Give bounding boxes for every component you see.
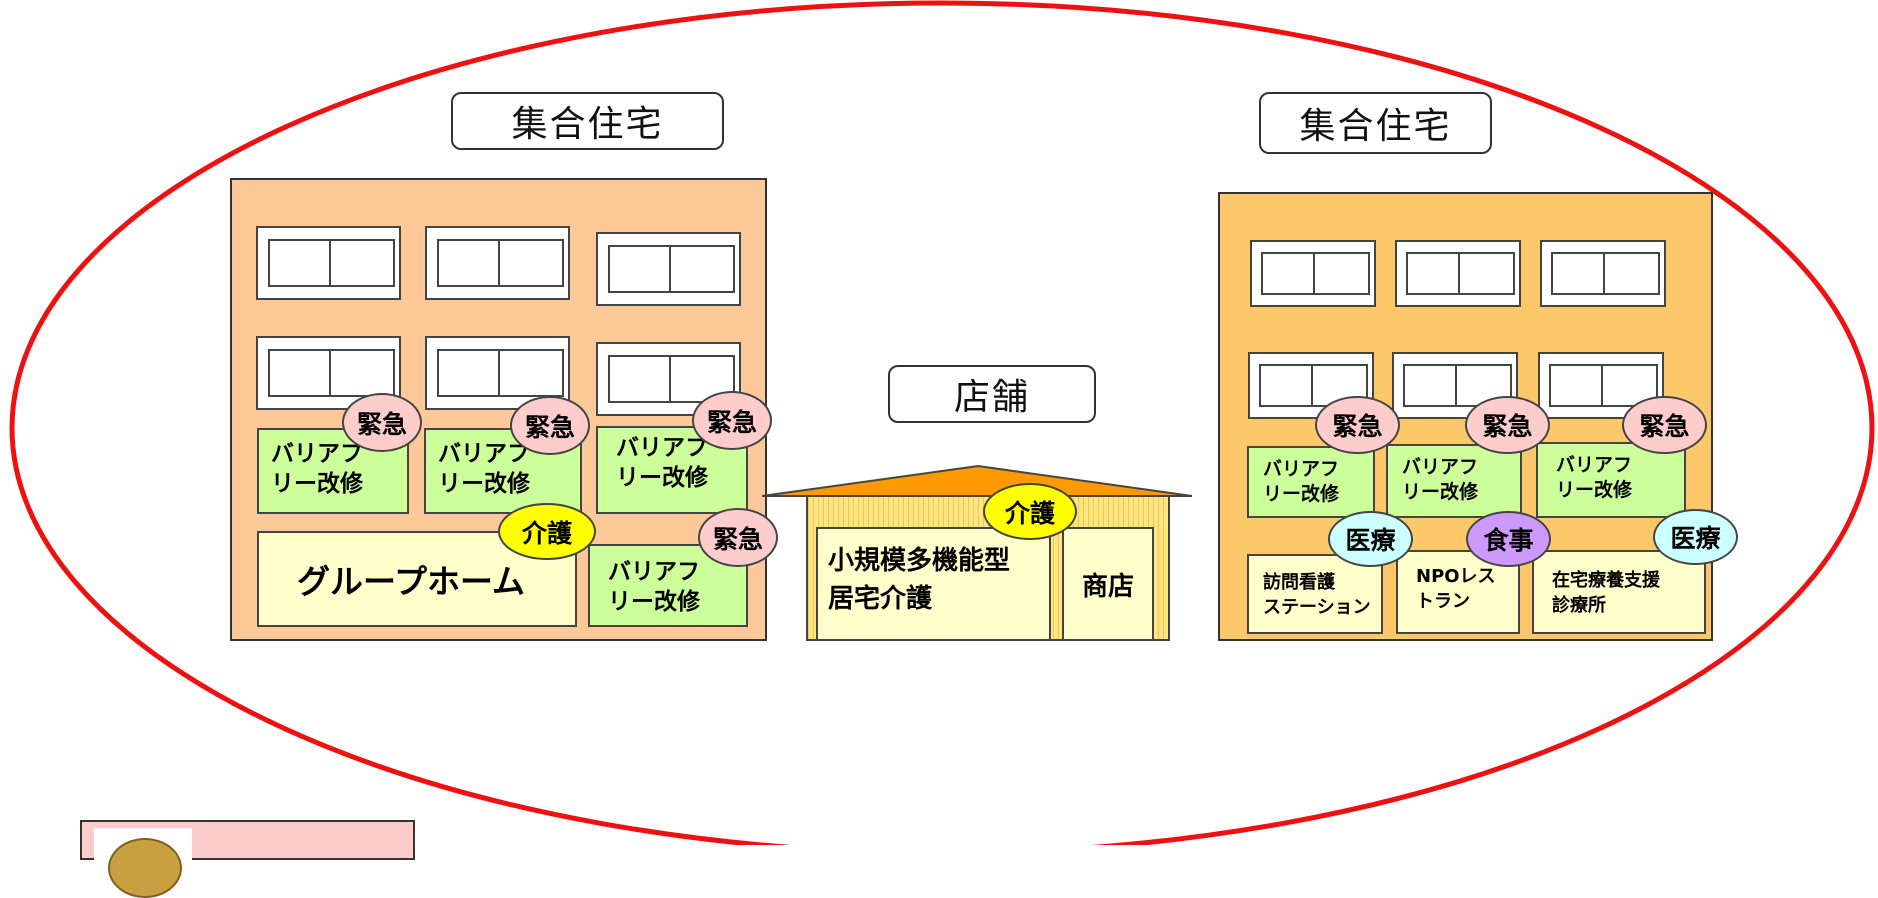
left-apartment-building: バリアフ リー改修 バリアフ リー改修 バリアフ リー改修 バリアフ リー改修 …: [230, 178, 767, 641]
unit-label-line1: バリアフ: [438, 441, 530, 467]
window: [256, 226, 401, 300]
right-building-title: 集合住宅: [1259, 92, 1492, 154]
facility-label-line1: 訪問看護: [1263, 572, 1335, 593]
shop: 商店: [1062, 527, 1154, 641]
emergency-badge: 緊急: [1622, 396, 1707, 454]
unit-label-line1: バリアフ: [1556, 454, 1633, 476]
care-badge: 介護: [983, 483, 1077, 540]
window: [1538, 352, 1664, 419]
window: [1540, 240, 1666, 307]
emergency-badge: 緊急: [698, 508, 778, 567]
care-facility-line1: 小規模多機能型: [828, 546, 1011, 576]
unit-label-line2: リー改修: [1263, 482, 1340, 505]
facility-label-line2: ステーション: [1263, 597, 1371, 619]
emergency-badge: 緊急: [692, 391, 772, 450]
emergency-badge: 緊急: [1465, 396, 1550, 454]
small-multifunction-care: 小規模多機能型 居宅介護: [816, 527, 1051, 641]
emergency-badge: 緊急: [510, 396, 590, 455]
medical-badge: 医療: [1328, 511, 1413, 567]
window: [425, 226, 570, 300]
unit-label-line1: バリアフ: [271, 441, 363, 467]
emergency-badge: 緊急: [1315, 396, 1400, 454]
facility-label-line1: NPOレス: [1416, 566, 1496, 587]
store-title: 店舗: [888, 365, 1096, 423]
barrier-free-unit: バリアフ リー改修: [1536, 442, 1686, 518]
care-facility-line2: 居宅介護: [828, 583, 933, 614]
legend-emblem-icon: [94, 828, 192, 898]
medical-badge: 医療: [1653, 509, 1738, 565]
care-badge: 介護: [498, 503, 596, 560]
home-nursing-station: 訪問看護 ステーション: [1247, 554, 1383, 634]
barrier-free-unit: バリアフ リー改修: [596, 426, 748, 514]
unit-label-line2: リー改修: [438, 470, 530, 497]
window: [596, 342, 741, 416]
meal-badge: 食事: [1466, 511, 1551, 567]
window: [1248, 352, 1374, 419]
emergency-badge: 緊急: [342, 393, 422, 452]
npo-restaurant: NPOレス トラン: [1396, 550, 1520, 634]
unit-label-line1: バリアフ: [1263, 458, 1340, 480]
unit-label-line1: バリアフ: [608, 559, 700, 585]
window: [425, 336, 570, 410]
unit-label-line2: リー改修: [1402, 480, 1479, 503]
facility-label-line1: 在宅療養支援: [1552, 570, 1660, 591]
home-care-clinic: 在宅療養支援 診療所: [1532, 550, 1706, 634]
unit-label-line1: バリアフ: [616, 435, 708, 461]
unit-label-line2: リー改修: [608, 588, 700, 615]
legend-box: [80, 820, 415, 898]
window: [596, 232, 741, 306]
community-boundary-ellipse: [9, 0, 1875, 845]
unit-label-line1: バリアフ: [1402, 456, 1479, 478]
unit-label-line2: リー改修: [1556, 478, 1633, 501]
window: [1250, 240, 1376, 307]
boundary-ellipse: [9, 0, 1875, 845]
unit-label-line2: リー改修: [616, 464, 708, 491]
window: [1392, 352, 1518, 419]
left-building-title: 集合住宅: [451, 92, 724, 150]
barrier-free-unit: バリアフ リー改修: [1247, 446, 1375, 518]
window: [1395, 240, 1521, 307]
facility-label-line2: トラン: [1416, 591, 1470, 613]
unit-label-line2: リー改修: [271, 470, 363, 497]
barrier-free-unit: バリアフ リー改修: [1386, 444, 1522, 518]
facility-label-line2: 診療所: [1552, 595, 1606, 617]
